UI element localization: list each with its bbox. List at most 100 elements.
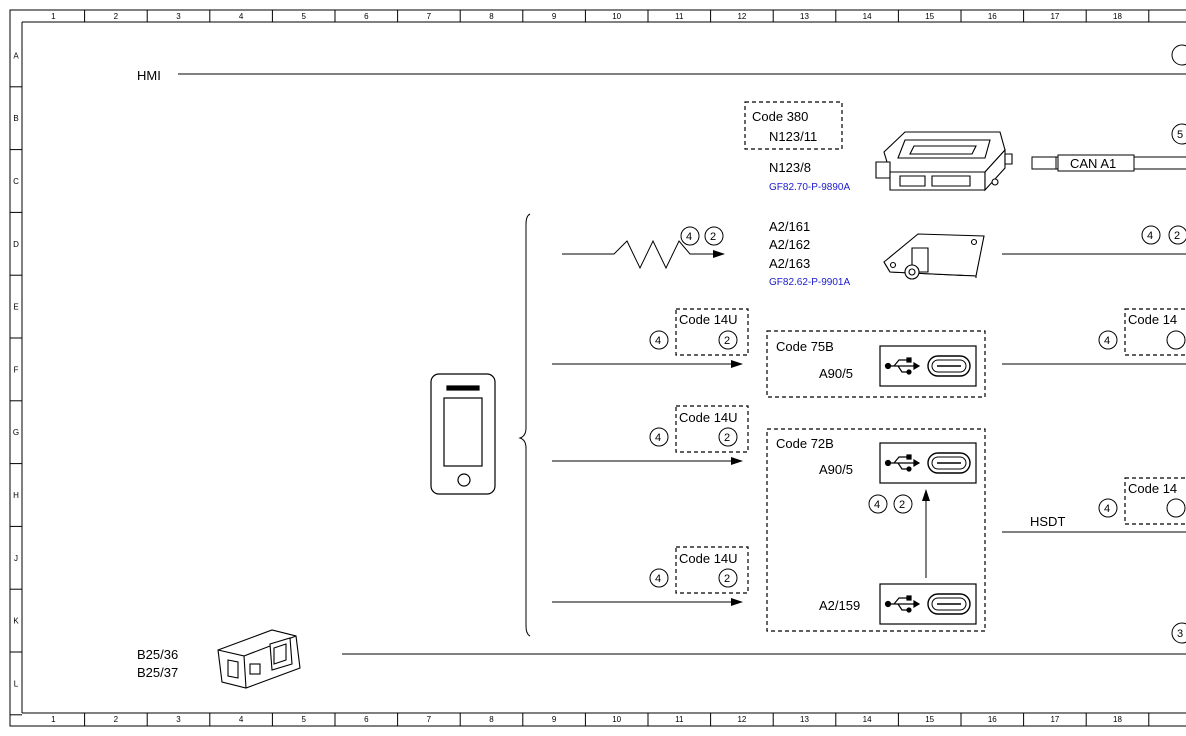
- a90-5-label-f: A90/5: [819, 366, 853, 381]
- code14-label-f-right: Code 14: [1128, 312, 1177, 327]
- column-number: 11: [675, 715, 684, 724]
- column-number: 14: [863, 715, 872, 724]
- usb-symbol-icon: [884, 595, 921, 613]
- circle-4-g: 4: [655, 432, 661, 444]
- connector-circle-a: [1171, 44, 1186, 66]
- circle-2-f: 2: [724, 335, 730, 347]
- row-letter: E: [13, 303, 18, 312]
- smartphone-icon: [430, 373, 496, 495]
- column-number: 5: [301, 12, 306, 21]
- code75b-label: Code 75B: [776, 339, 834, 354]
- column-number: 7: [427, 715, 432, 724]
- column-number: 3: [176, 715, 181, 724]
- code14u-box-f: [675, 308, 749, 356]
- row-letter: G: [13, 428, 19, 437]
- circle-4-f-right: 4: [1104, 335, 1110, 347]
- column-number: 15: [925, 715, 934, 724]
- usb-symbol-icon: [884, 454, 921, 472]
- code14-label-h-right: Code 14: [1128, 481, 1177, 496]
- column-number: 17: [1050, 12, 1059, 21]
- circle-4-hsdt: 4: [1104, 503, 1110, 515]
- column-number: 6: [364, 715, 369, 724]
- usb-symbol-icon: [884, 357, 921, 375]
- column-number: 18: [1113, 715, 1122, 724]
- hsdt-label: HSDT: [1030, 514, 1065, 529]
- row-letter: C: [13, 177, 19, 186]
- circle-4-d-right: 4: [1147, 230, 1153, 242]
- code380-label: Code 380: [752, 109, 808, 124]
- usb-c-port-icon: [927, 452, 971, 474]
- a2-163-label: A2/163: [769, 256, 810, 271]
- column-number: 16: [988, 715, 997, 724]
- can-a1-connector: CAN A1 5: [1031, 123, 1186, 172]
- control-unit-icon: [875, 131, 1013, 192]
- usb-port-k: [879, 583, 977, 625]
- column-number: 6: [364, 12, 369, 21]
- hmi-label: HMI: [137, 68, 161, 83]
- circle-2-d: 2: [710, 231, 716, 243]
- circle-2-k: 2: [724, 573, 730, 585]
- code14-box-f-right: [1124, 308, 1186, 356]
- column-number: 7: [427, 12, 432, 21]
- column-number: 4: [239, 715, 244, 724]
- n123-11-label: N123/11: [769, 129, 817, 144]
- row-letter: K: [13, 617, 19, 626]
- row-letter: H: [13, 491, 19, 500]
- code14u-box-k: [675, 546, 749, 594]
- circle-2-d-right: 2: [1174, 230, 1180, 242]
- circle-3: 3: [1177, 628, 1183, 640]
- usb-c-port-icon: [927, 593, 971, 615]
- code14u-label-f: Code 14U: [679, 312, 738, 327]
- column-number: 3: [176, 12, 181, 21]
- column-number: 9: [552, 12, 557, 21]
- circle-2-g: 2: [724, 432, 730, 444]
- column-number: 15: [925, 12, 934, 21]
- column-number: 18: [1113, 12, 1122, 21]
- code14u-label-g: Code 14U: [679, 410, 738, 425]
- circle-4-f: 4: [655, 335, 661, 347]
- column-number: 1: [51, 715, 56, 724]
- column-number: 12: [737, 715, 746, 724]
- circle-5: 5: [1177, 129, 1183, 141]
- column-number: 9: [552, 715, 557, 724]
- gf-link-2[interactable]: GF82.62-P-9901A: [769, 277, 850, 288]
- row-letter: B: [13, 114, 18, 123]
- b25-36-label: B25/36: [137, 647, 178, 662]
- column-number: 4: [239, 12, 244, 21]
- circle-4-k: 4: [655, 573, 661, 585]
- column-number: 13: [800, 715, 809, 724]
- circle-2-72b: 2: [899, 499, 905, 511]
- column-number: 1: [51, 12, 56, 21]
- column-number: 10: [612, 715, 621, 724]
- grouping-brace: [518, 213, 531, 637]
- row-letter: J: [14, 554, 18, 563]
- column-number: 8: [489, 715, 494, 724]
- antenna-zigzag-icon: [562, 239, 725, 270]
- column-number: 12: [737, 12, 746, 21]
- column-number: 8: [489, 12, 494, 21]
- row-letter: D: [13, 240, 19, 249]
- n123-8-label: N123/8: [769, 160, 811, 175]
- circle-4-72b: 4: [874, 499, 880, 511]
- code75b-box: [766, 330, 986, 398]
- gf-link-1[interactable]: GF82.70-P-9890A: [769, 182, 850, 193]
- column-number: 2: [114, 12, 119, 21]
- can-a1-label: CAN A1: [1070, 156, 1116, 171]
- b25-37-label: B25/37: [137, 665, 178, 680]
- usb-port-g: [879, 442, 977, 484]
- row-letter: L: [14, 679, 19, 688]
- a90-5-label-g: A90/5: [819, 462, 853, 477]
- a2-159-label: A2/159: [819, 598, 860, 613]
- a2-162-label: A2/162: [769, 237, 810, 252]
- usb-c-port-icon: [927, 355, 971, 377]
- column-number: 5: [301, 715, 306, 724]
- code72b-box: [766, 428, 986, 632]
- a2-161-label: A2/161: [769, 219, 810, 234]
- code72b-label: Code 72B: [776, 436, 834, 451]
- code14u-label-k: Code 14U: [679, 551, 738, 566]
- code380-box: [744, 101, 843, 150]
- circle-4-d: 4: [686, 231, 692, 243]
